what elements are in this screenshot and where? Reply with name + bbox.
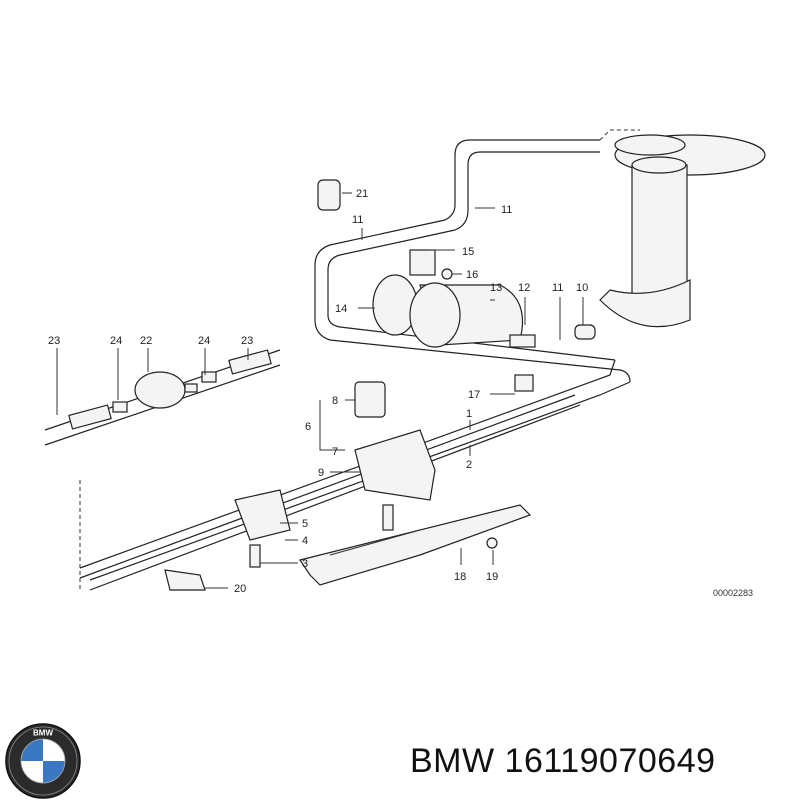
callout: 2	[466, 459, 472, 471]
brackets	[164, 179, 596, 591]
callout: 19	[486, 571, 498, 583]
callout: 17	[468, 389, 480, 401]
callout: 11	[501, 204, 512, 216]
callout: 15	[462, 246, 474, 258]
callout: 1	[466, 408, 472, 420]
reference-number: 00002283	[713, 588, 753, 598]
fuel-pump-assembly	[599, 134, 766, 328]
callout: 4	[302, 535, 308, 547]
callout: 14	[335, 303, 347, 315]
heat-shield	[299, 504, 532, 586]
callout: 12	[518, 282, 530, 294]
callout: 16	[466, 269, 478, 281]
inline-filter	[68, 349, 272, 430]
callout: 13	[490, 282, 502, 294]
callout: 3	[302, 558, 308, 570]
callout: 5	[302, 518, 308, 530]
callout: 23	[241, 335, 253, 347]
callout: 11	[552, 282, 563, 294]
callout: 9	[318, 467, 324, 479]
callout-labels: 21 11 11 15 16 13 12 11 10 14 23 24 22 2…	[48, 188, 753, 598]
callout: 21	[356, 188, 368, 200]
callout: 23	[48, 335, 60, 347]
callout: 7	[332, 446, 338, 458]
fuel-filter	[372, 274, 536, 348]
bmw-logo: BMW	[5, 723, 81, 799]
callout: 8	[332, 395, 338, 407]
callout: 6	[305, 421, 311, 433]
leader-lines	[56, 192, 584, 589]
callout: 11	[352, 214, 363, 226]
part-caption: BMW 16119070649	[410, 742, 716, 780]
callout: 22	[140, 335, 152, 347]
callout: 24	[110, 335, 122, 347]
callout: 24	[198, 335, 210, 347]
callout: 10	[576, 282, 588, 294]
fuel-lines	[44, 129, 640, 591]
callout: 20	[234, 583, 246, 595]
callout: 18	[454, 571, 466, 583]
logo-letters: BMW	[33, 729, 53, 738]
